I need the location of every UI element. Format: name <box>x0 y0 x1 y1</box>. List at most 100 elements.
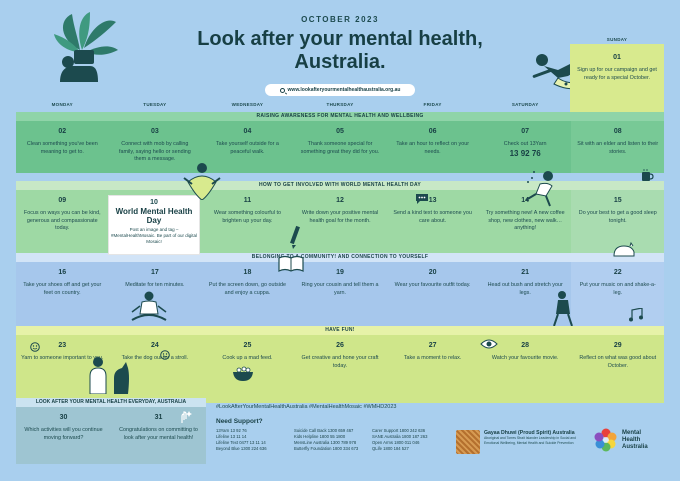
sparkle-hand-icon <box>181 411 192 423</box>
weekday-header: MONDAY TUESDAY WEDNESDAY THURSDAY FRIDAY… <box>16 102 664 110</box>
day-activity: Sign up for our campaign and get ready f… <box>577 67 657 81</box>
day-activity: Wear something colourful to brighten up … <box>213 210 281 224</box>
day-activity: Try something new! A new coffee shop, ne… <box>485 210 565 231</box>
day-number: 07 <box>521 128 530 135</box>
day-number: 19 <box>336 269 344 276</box>
day-number: 27 <box>428 342 437 349</box>
support-line: Open Arms 1800 011 046 <box>372 440 420 445</box>
gayaa-title: Gayaa Dhuwi (Proud Spirit) Australia <box>484 430 575 436</box>
day-activity: Send a kind text to someone you care abo… <box>393 210 472 224</box>
campaign-hashtags: #LookAfterYourMentalHealthAustralia #Men… <box>216 404 397 410</box>
mha-flower-icon <box>594 428 617 452</box>
final-week-box: LOOK AFTER YOUR MENTAL HEALTH EVERYDAY, … <box>16 398 206 464</box>
gayaa-subtitle: Aboriginal and Torres Strait Islander Le… <box>484 436 576 445</box>
day-number: 15 <box>613 197 622 204</box>
day-number: 09 <box>58 197 67 204</box>
website-link[interactable]: www.lookafteryourmentalhealthaustralia.o… <box>265 84 415 96</box>
day-activity: Write down your positive mental health g… <box>301 210 379 224</box>
support-title: Need Support? <box>216 418 263 425</box>
day-activity: Take an hour to reflect on your needs. <box>396 141 470 155</box>
week-1: RAISING AWARENESS FOR MENTAL HEALTH AND … <box>16 112 665 173</box>
day-number: 01 <box>613 54 621 61</box>
day-number: 26 <box>336 342 344 349</box>
music-note-icon <box>629 308 643 322</box>
day-name: THURSDAY <box>326 102 354 107</box>
day-number: 05 <box>336 128 344 135</box>
day-number: 14 <box>521 197 530 204</box>
day-activity: Yarn to someone important to you. <box>21 355 104 361</box>
day-activity: Connect with mob by calling family, sayi… <box>118 141 191 162</box>
day-name-sunday: SUNDAY <box>606 37 628 42</box>
day-number: 31 <box>154 414 163 421</box>
day-name: FRIDAY <box>423 102 442 107</box>
day-activity: Reflect on what was good about October. <box>579 355 657 369</box>
day-activity: Take yourself outside for a peaceful wal… <box>215 141 279 155</box>
meditating-person-icon <box>131 291 167 321</box>
mug-icon <box>642 169 654 181</box>
day-number: 10 <box>150 199 158 206</box>
day-number: 22 <box>613 269 622 276</box>
week-theme-band: HAVE FUN! <box>16 326 664 335</box>
day-number: 23 <box>58 342 67 349</box>
day-number: 06 <box>428 128 437 135</box>
day-activity: Put your music on and shake-a-leg. <box>579 282 656 296</box>
week-theme-band: HOW TO GET INVOLVED WITH WORLD MENTAL HE… <box>16 181 664 190</box>
day-name: MONDAY <box>51 102 73 107</box>
day-number: 03 <box>150 128 159 135</box>
day-number: 25 <box>243 342 252 349</box>
day-name: WEDNESDAY <box>231 102 264 107</box>
day-activity: Congratulations on committing to look af… <box>119 427 198 441</box>
day-activity: Take your shoes off and get your feet on… <box>23 282 102 296</box>
hugging-person-icon <box>183 163 221 200</box>
day-number: 21 <box>521 269 530 276</box>
day-activity: Cook up a mad feed. <box>222 355 273 361</box>
day-activity: Watch your favourite movie. <box>491 355 559 361</box>
page-title: Look after your mental health, Australia… <box>197 28 483 73</box>
day-number: 29 <box>613 342 622 349</box>
day-activity: Ring your cousin and tell them a yarn. <box>301 282 379 296</box>
day-activity: Clean something you've been meaning to g… <box>26 141 98 155</box>
day-activity: Meditate for ten minutes. <box>125 282 185 288</box>
week-theme-band: BELONGING TO A COMMUNITY! AND CONNECTION… <box>16 253 664 262</box>
support-line: Lifeline Text 0477 13 11 14 <box>216 440 266 445</box>
person-with-plant-icon <box>54 12 118 82</box>
day-number: 12 <box>336 197 344 204</box>
day-number: 02 <box>58 128 67 135</box>
world-mental-health-day-card: 10 World Mental Health Day Post an image… <box>108 195 200 255</box>
hiking-person-icon <box>553 291 573 326</box>
day-activity: Do your best to get a good sleep tonight… <box>578 210 657 224</box>
day-number: 16 <box>58 269 67 276</box>
support-contacts: Need Support? 13Yarn 13 92 76 Suicide Ca… <box>216 418 446 451</box>
wmhd-title: World Mental Health Day <box>115 207 193 225</box>
wmhd-text: Post an image and tag – #MentalHealthMos… <box>110 227 198 244</box>
support-line: QLife 1800 184 527 <box>372 446 409 451</box>
support-line: Suicide Call Back 1300 659 467 <box>294 428 354 433</box>
pencil-icon <box>290 225 300 249</box>
day-activity: Take the dog out for a stroll. <box>121 355 189 361</box>
day-number: 08 <box>613 128 622 135</box>
day-number: 13 <box>428 197 437 204</box>
day-activity: Check out 13Yarn <box>503 141 547 147</box>
search-icon <box>279 87 285 93</box>
